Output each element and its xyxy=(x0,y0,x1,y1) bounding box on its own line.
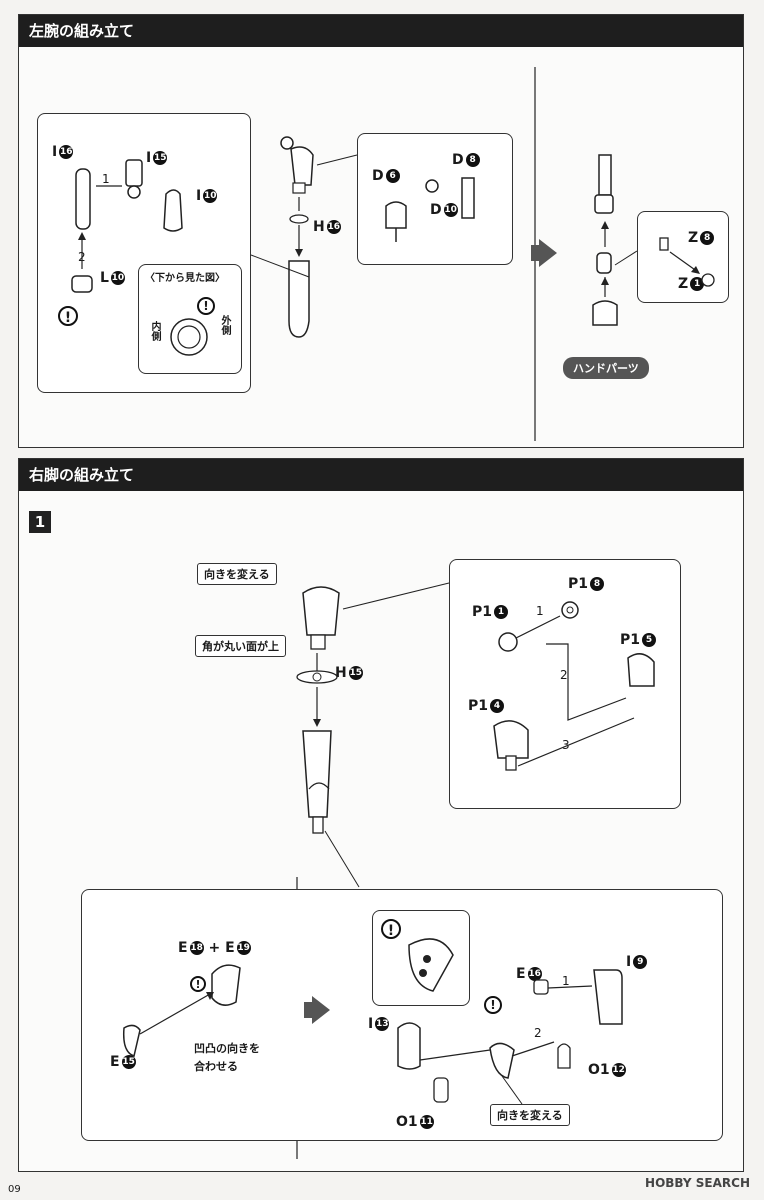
caution-icon: ! xyxy=(484,996,502,1014)
section-title-right-leg: 右脚の組み立て xyxy=(19,459,743,491)
left-arm-main-drawing xyxy=(250,67,638,441)
section-title-left-arm: 左腕の組み立て xyxy=(19,15,743,47)
bottom-view-inset: 〈下から見た図〉 内側 外側 ! xyxy=(138,264,242,374)
right-leg-detail-drawing xyxy=(493,601,655,771)
page-number: 09 xyxy=(8,1184,21,1195)
step-marker-2: 2 xyxy=(560,668,568,682)
next-step-arrow-body xyxy=(531,245,539,261)
callout-turn-around: 向きを変える xyxy=(197,563,277,585)
hand-detail-drawing xyxy=(659,237,715,287)
step-marker-2: 2 xyxy=(534,1026,542,1040)
caution-icon: ! xyxy=(190,976,206,992)
caution-detail-inset: ! xyxy=(372,910,470,1006)
caution-icon: ! xyxy=(197,297,215,315)
inset-title: 〈下から見た図〉 xyxy=(145,273,225,284)
step-marker-3: 3 xyxy=(562,738,570,752)
step-marker-1: 1 xyxy=(536,604,544,618)
step-marker-1: 1 xyxy=(562,974,570,988)
left-arm-detail-drawing xyxy=(385,177,475,242)
next-step-arrow xyxy=(539,239,557,267)
caution-icon: ! xyxy=(58,306,78,326)
left-arm-subassembly-box: I16 I15 I10 L10 1 2 ! 〈下から見た図〉 内側 外側 ! xyxy=(37,113,251,393)
caution-icon: ! xyxy=(381,919,401,939)
next-step-arrow xyxy=(312,996,330,1024)
next-step-arrow-body xyxy=(304,1002,312,1018)
right-leg-main-drawing xyxy=(296,582,450,1159)
inset-inner-label: 内側 xyxy=(149,321,160,341)
left-arm-parts-drawing xyxy=(71,159,183,293)
inset-ring-drawing xyxy=(170,318,208,356)
caution-inset-drawing xyxy=(408,938,454,992)
left-arm-section: 左腕の組み立て I16 I15 I10 L10 1 2 ! 〈下から見た図〉 内… xyxy=(18,14,744,448)
bottom-left-drawing xyxy=(122,964,241,1057)
hand-parts-badge: ハンドパーツ xyxy=(563,357,649,379)
inset-outer-label: 外側 xyxy=(219,315,230,335)
callout-match-orientation: 凹凸の向きを 合わせる xyxy=(194,1042,260,1073)
callout-turn-around-2: 向きを変える xyxy=(490,1104,570,1126)
callout-round-side-up: 角が丸い面が上 xyxy=(195,635,286,657)
watermark-brand: HOBBY SEARCH xyxy=(645,1176,750,1190)
bottom-right-drawing xyxy=(397,969,623,1105)
step-marker-1: 1 xyxy=(102,172,110,186)
step-number: 1 xyxy=(29,511,51,533)
